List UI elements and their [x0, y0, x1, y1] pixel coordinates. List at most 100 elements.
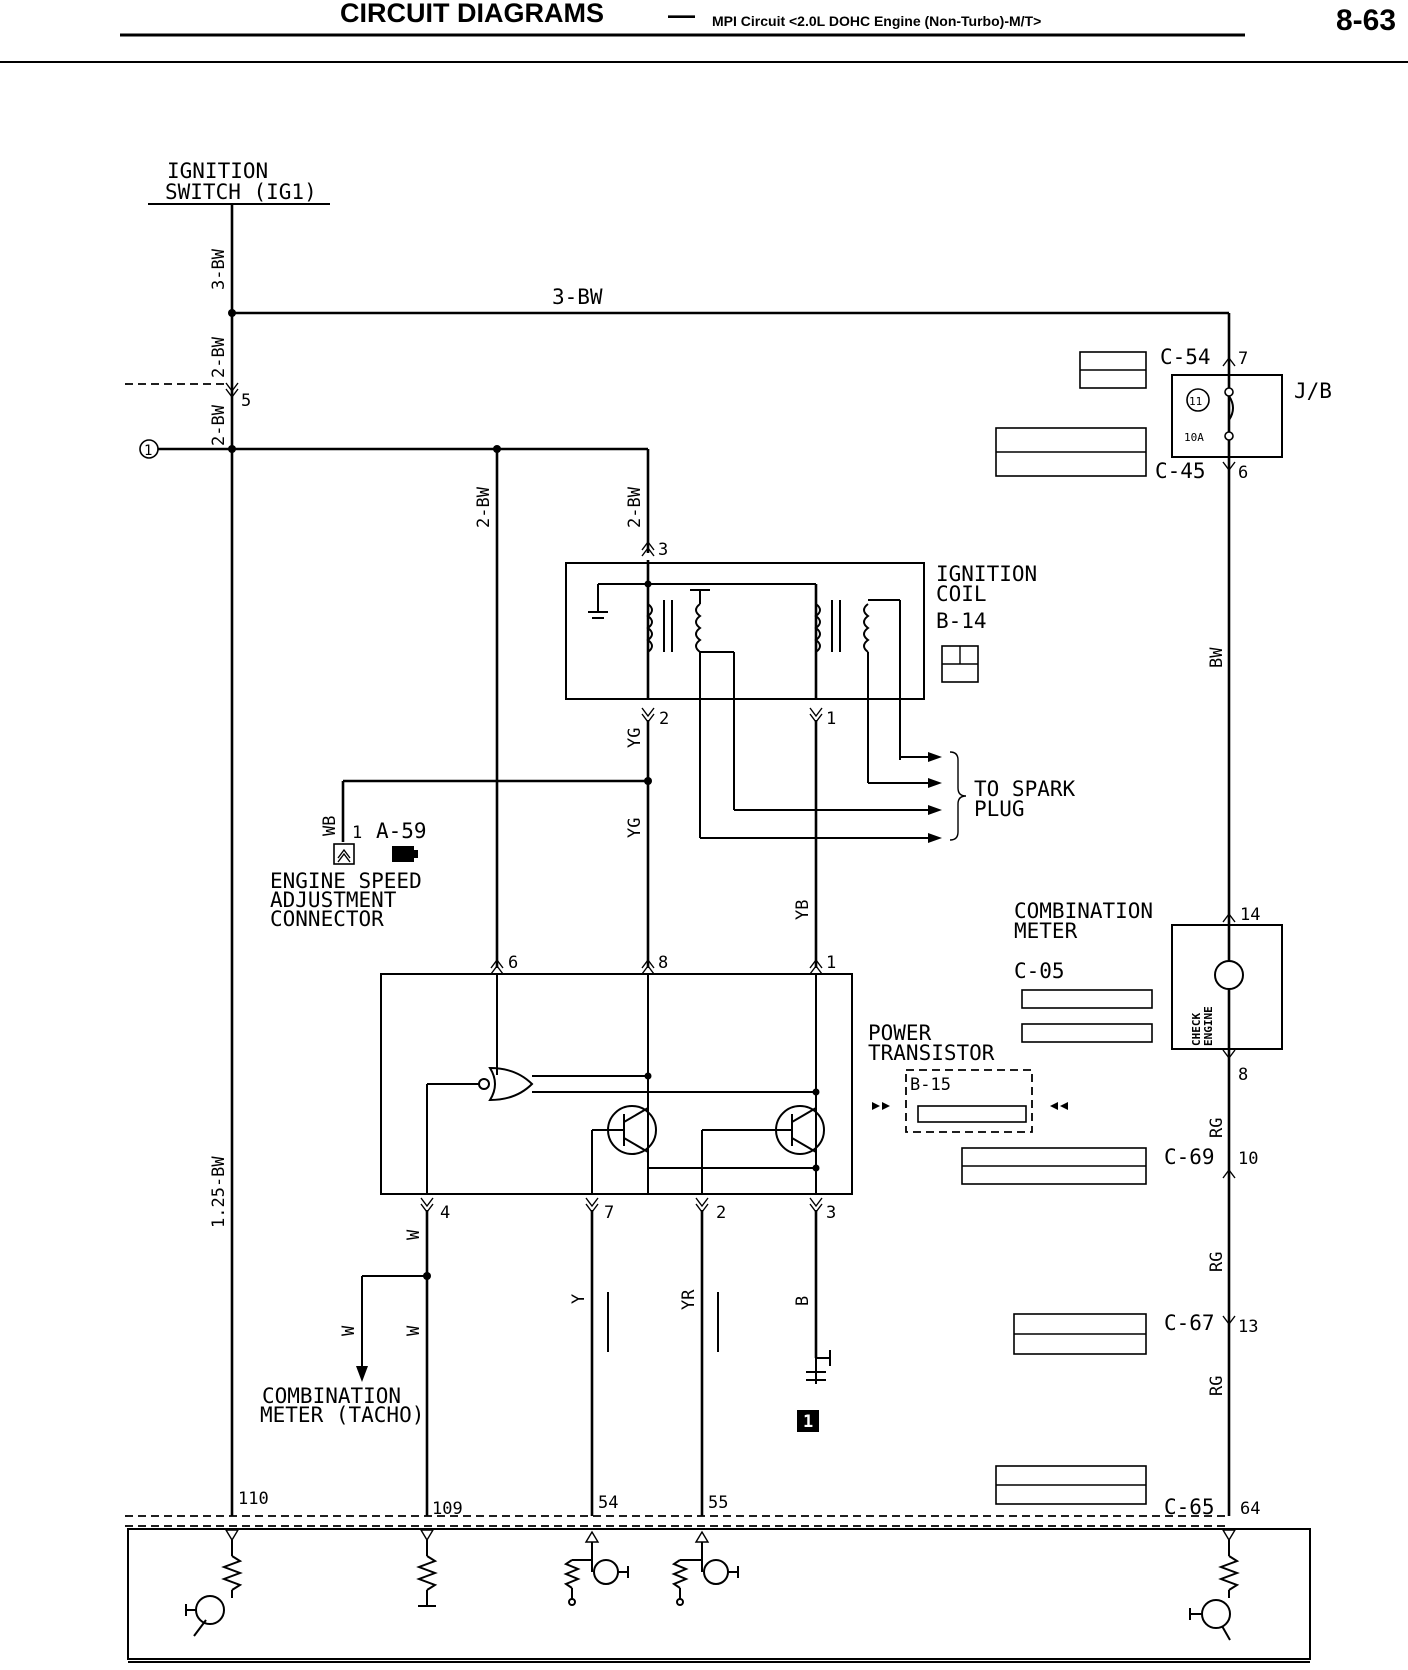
combination-meter-label-1: COMBINATION	[1014, 899, 1153, 923]
power-transistor-label-1: POWER	[868, 1021, 932, 1045]
check-engine-label-1: CHECK	[1190, 1013, 1203, 1046]
pin-ecu-54: 54	[598, 1493, 618, 1513]
junction-dot	[228, 309, 236, 317]
engine-speed-label-3: CONNECTOR	[270, 907, 384, 931]
pin-ecu-109: 109	[432, 1499, 463, 1519]
conn-c45: C-45	[1155, 459, 1206, 483]
pin-c05-8: 8	[1238, 1065, 1248, 1085]
ignition-switch-label-1: IGNITION	[167, 159, 268, 183]
wire-label-w-tacho: W	[339, 1325, 359, 1336]
pin-ecu-64: 64	[1240, 1499, 1260, 1519]
conn-c65: C-65	[1164, 1495, 1215, 1519]
wire-label-y: Y	[569, 1294, 589, 1304]
power-transistor-conn-id: B-15	[910, 1075, 951, 1095]
ignition-coil-conn-id: B-14	[936, 609, 987, 633]
pin-c67: 13	[1238, 1317, 1258, 1337]
header-subtitle: MPI Circuit <2.0L DOHC Engine (Non-Turbo…	[712, 13, 1041, 29]
fuse-number: 11	[1189, 395, 1202, 408]
pin-coil-3: 3	[658, 540, 668, 560]
coil-winding-primary-1	[646, 603, 653, 653]
ignition-coil-box	[565, 562, 925, 700]
ecu-internal-110	[185, 1529, 243, 1637]
wire-label-rg-3: RG	[1207, 1376, 1227, 1396]
wire-label-2bw-upper: 2-BW	[209, 336, 229, 378]
pin-c05-14: 14	[1240, 905, 1260, 925]
wire-label-w-lower: W	[404, 1325, 424, 1336]
wire-label-3bw-vertical: 3-BW	[209, 248, 229, 290]
connector-icon-c05-bottom	[1021, 1023, 1153, 1043]
pin-pt-4: 4	[440, 1203, 450, 1223]
ignition-coil: IGNITION COIL B-14	[565, 560, 1037, 810]
engine-speed-label-2: ADJUSTMENT	[270, 888, 397, 912]
wire-label-3bw: 3-BW	[552, 285, 603, 309]
pin-arrow-coil-3	[641, 540, 655, 557]
wire-label-yg-upper: YG	[625, 728, 645, 748]
page-header: CIRCUIT DIAGRAMS — MPI Circuit <2.0L DOH…	[0, 0, 1408, 63]
wire-label-rg-1: RG	[1207, 1118, 1227, 1138]
check-engine-lamp: CHECK ENGINE	[1171, 924, 1283, 1050]
lamp-icon	[1214, 960, 1244, 990]
connector-icon-b15	[917, 1105, 1027, 1123]
pin-coil-1: 1	[826, 709, 836, 729]
pin-pt-3: 3	[826, 1203, 836, 1223]
pin-5: 5	[241, 391, 251, 411]
coil-winding-secondary-1	[695, 603, 702, 653]
conn-c67: C-67	[1164, 1311, 1215, 1335]
ignition-switch-label-2: SWITCH (IG1)	[165, 180, 317, 204]
ecu-internal-109	[416, 1529, 438, 1607]
pin-c45: 6	[1238, 463, 1248, 483]
wire-label-yr: YR	[679, 1289, 699, 1310]
combination-meter-conn-id: C-05	[1014, 959, 1065, 983]
header-title: CIRCUIT DIAGRAMS	[340, 0, 604, 28]
wire-label-b: B	[793, 1296, 813, 1306]
pin-c69: 10	[1238, 1149, 1258, 1169]
wire-label-yb: YB	[793, 900, 813, 920]
coil-winding-primary-2	[814, 603, 821, 653]
coil-winding-secondary-2	[863, 603, 870, 653]
ground-ref-label: 1	[803, 1412, 813, 1432]
pin-a59: 1	[352, 823, 362, 843]
pin-pt-8: 8	[658, 953, 668, 973]
tacho-label-1: COMBINATION	[262, 1384, 401, 1408]
fuse-icon	[1186, 388, 1210, 412]
page-number: 8-63	[1336, 4, 1396, 37]
ground-ref-badge	[797, 1410, 819, 1432]
ecu-internal-55	[671, 1530, 739, 1606]
connector-icon-a59-body	[392, 846, 414, 862]
wire-label-w-upper: W	[404, 1229, 424, 1240]
ecu-box	[127, 1528, 1311, 1660]
spark-plug-label-1: TO SPARK	[974, 777, 1076, 801]
wire-label-rg-2: RG	[1207, 1252, 1227, 1272]
wire-label-125bw: 1.25-BW	[209, 1156, 229, 1228]
check-engine-label-2: ENGINE	[1202, 1006, 1215, 1046]
power-transistor-label-2: TRANSISTOR	[868, 1041, 995, 1065]
ref-circle-1-label: 1	[144, 443, 152, 459]
ground-icon	[806, 1350, 831, 1384]
jb-label: J/B	[1294, 379, 1332, 403]
power-transistor-module	[380, 973, 853, 1195]
pin-ecu-110: 110	[238, 1489, 269, 1509]
junction-dot	[228, 445, 236, 453]
ecu-internal-54	[563, 1530, 629, 1606]
b15-dashed-box	[905, 1069, 1033, 1133]
wire-label-2bw-lower: 2-BW	[209, 404, 229, 446]
conn-c69: C-69	[1164, 1145, 1215, 1169]
combination-meter-label-2: METER	[1014, 919, 1078, 943]
pin-pt-1: 1	[826, 953, 836, 973]
wire-label-2bw-pt: 2-BW	[474, 486, 494, 528]
pin-pt-7: 7	[604, 1203, 614, 1223]
pin-arrow-coil-2	[641, 707, 655, 724]
connector-icon-c05-top	[1021, 989, 1153, 1009]
wire-label-2bw-coil: 2-BW	[625, 486, 645, 528]
junction-block: J/B 11 10A	[1171, 374, 1332, 458]
wire-label-bw: BW	[1207, 647, 1227, 668]
pin-ecu-55: 55	[708, 1493, 728, 1513]
pin-arrow-coil-1	[809, 707, 823, 724]
pin-coil-2: 2	[659, 709, 669, 729]
splice-arrow-5	[225, 382, 239, 399]
tacho-label-2: METER (TACHO)	[260, 1403, 424, 1427]
engine-speed-conn-id: A-59	[376, 819, 427, 843]
logic-gate-icon	[488, 1066, 534, 1102]
ignition-coil-label-1: IGNITION	[936, 562, 1037, 586]
wire-label-wb: WB	[320, 816, 340, 836]
